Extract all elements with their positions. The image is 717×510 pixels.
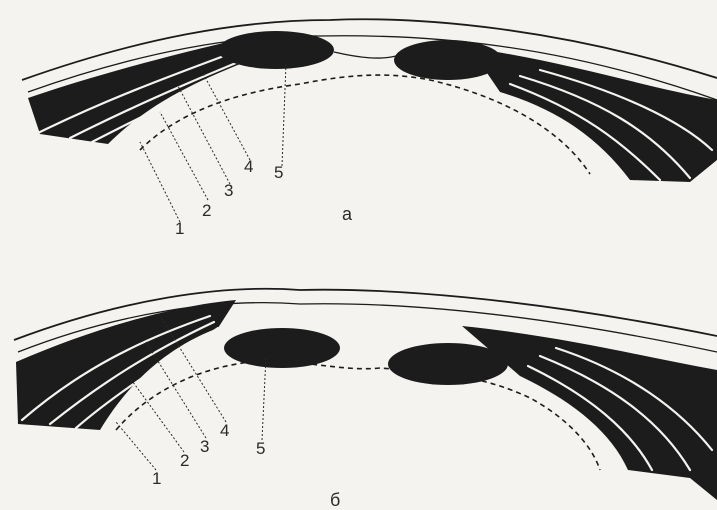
panel-b: 1 2 3 4 5 б [14, 289, 717, 510]
panel-b-callout-4: 4 [220, 421, 229, 440]
panel-a-callout-3: 3 [224, 181, 233, 200]
panel-a-right-muscle [470, 48, 717, 182]
panel-b-callout-2: 2 [180, 451, 189, 470]
panel-b-caption: б [330, 490, 340, 510]
panel-a-caption: a [342, 204, 353, 224]
panel-b-right-muscle [462, 326, 717, 500]
panel-a-callout-5: 5 [274, 163, 283, 182]
panel-a-callout-4: 4 [244, 157, 253, 176]
panel-a-callout-2: 2 [202, 201, 211, 220]
panel-a-callout-1: 1 [175, 219, 184, 238]
panel-b-callout-3: 3 [200, 437, 209, 456]
panel-b-callout-1: 1 [152, 469, 161, 488]
panel-a: 1 2 3 4 5 a [22, 19, 717, 238]
panel-b-left-body [224, 328, 340, 368]
panel-a-left-body [218, 31, 334, 69]
panel-b-callout-5: 5 [256, 439, 265, 458]
